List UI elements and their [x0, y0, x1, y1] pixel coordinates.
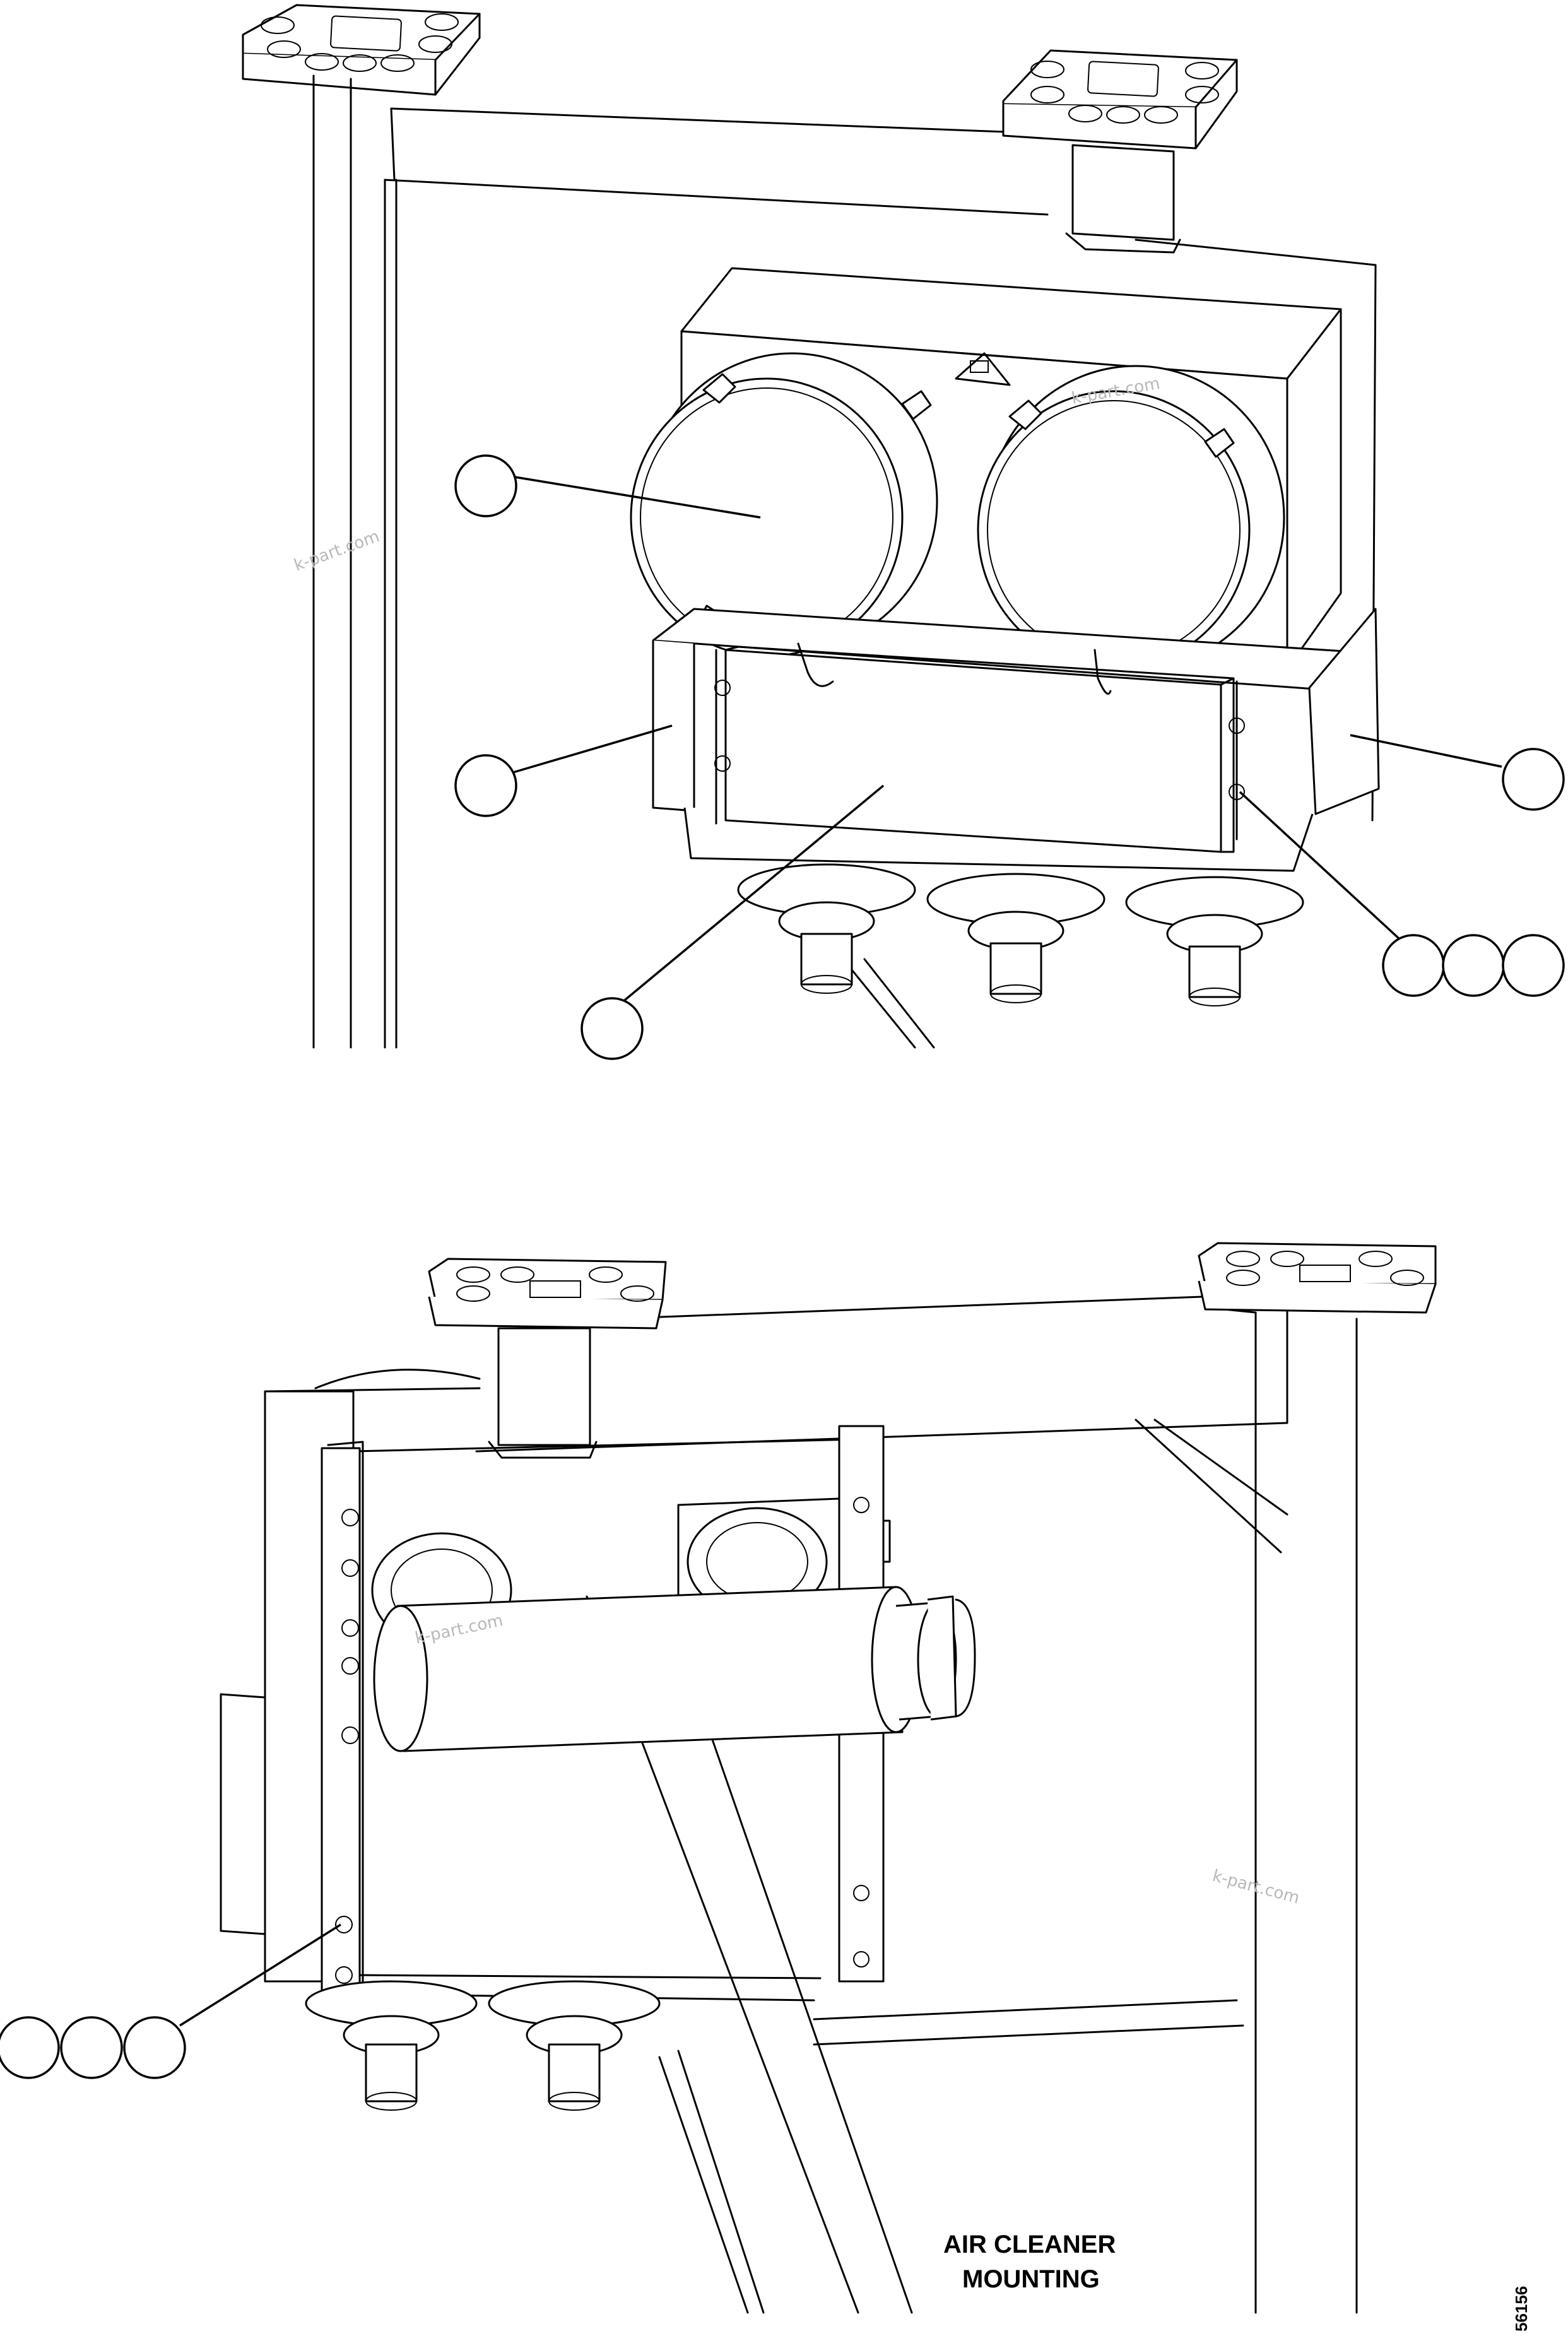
callout-bubble [0, 2016, 60, 2079]
callout-bubble [454, 454, 517, 517]
mounting-pad-bottom-right [1198, 1242, 1437, 1314]
filter-canister-right [977, 365, 1285, 670]
dust-valve [488, 1980, 661, 2111]
drawing-code: 56156 [1512, 2286, 1531, 2332]
callouts-bottom [0, 1923, 341, 2079]
watermark: k-part.com [292, 527, 382, 575]
callout-bubble [1382, 934, 1445, 997]
dust-valve [1125, 876, 1304, 1006]
pre-cleaner-cylinder [373, 1586, 976, 1752]
top-view: k-part.com k-part.com [242, 4, 1565, 1060]
top-frame [312, 100, 1377, 1049]
mounting-pad-right [1002, 49, 1238, 254]
callout-bubble [1442, 934, 1505, 997]
dust-valve [305, 1980, 478, 2111]
dust-valves-bottom [305, 1980, 661, 2111]
dust-valve [737, 863, 916, 994]
callout-bubble [1502, 934, 1565, 997]
callouts-top [454, 454, 1565, 1060]
callout-bubble [60, 2016, 123, 2079]
callout-bubble [1502, 748, 1565, 811]
dust-valve [926, 873, 1105, 1003]
mounting-pad-bottom-left [428, 1258, 667, 1459]
callout-bubble [581, 997, 644, 1060]
callout-bubble [454, 754, 517, 817]
bolt-strip [321, 1441, 364, 1998]
mounting-pad-left [242, 4, 481, 105]
dust-valves-top [737, 863, 1304, 1006]
caption-line-1: AIR CLEANER [943, 2231, 1116, 2258]
bottom-view: k-part.com k-part.com AIR CLEANER MOUNTI… [0, 1242, 1531, 2332]
mounting-plate [714, 642, 1245, 853]
callout-bubble [123, 2016, 186, 2079]
caption-line-2: MOUNTING [962, 2265, 1100, 2293]
